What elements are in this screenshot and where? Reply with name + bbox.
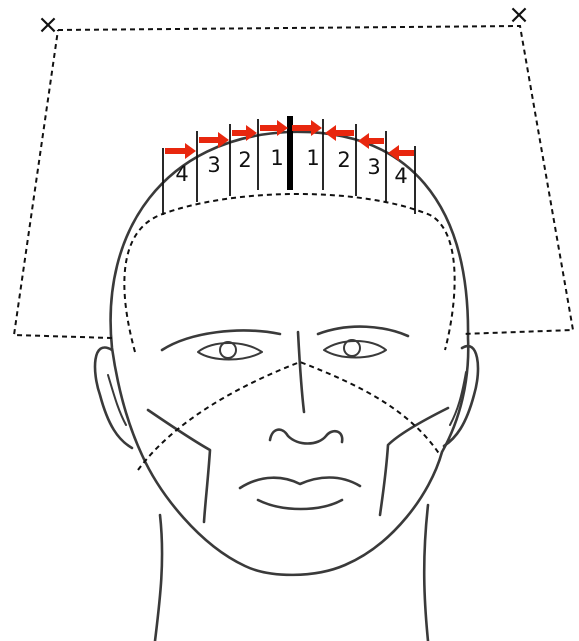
corner-mark-left: × [37,10,59,40]
neck-left [155,515,162,641]
left-strip-label-2: 2 [238,148,251,172]
advancement-arrow-head [358,133,369,149]
right-strip-label-1: 1 [306,146,319,170]
left-cheek-line [148,410,210,522]
left-strip-label-3: 3 [207,153,220,177]
nose-tip [270,430,342,444]
right-strip-label-4: 4 [394,164,407,188]
advancement-arrow-head [185,143,196,159]
right-strip-label-2: 2 [337,148,350,172]
advancement-arrow-head [246,125,257,141]
lower-face-arc [138,362,440,470]
right-strip-label-3: 3 [367,155,380,179]
outer-flap-outline [14,26,573,338]
left-pupil [220,342,236,358]
upper-lip [240,478,360,489]
hairline-flap-outline [124,194,454,352]
nose-bridge [298,332,304,412]
neck-right [424,505,428,641]
advancement-arrow-head [325,125,336,141]
left-strip-label-4: 4 [175,162,188,186]
corner-mark-right: × [508,0,530,30]
right-pupil [344,340,360,356]
advancement-arrow-head [388,145,399,161]
left-strip-label-1: 1 [270,146,283,170]
lower-lip [258,500,342,509]
right-eyebrow [318,327,408,336]
head-sketch [95,132,478,641]
